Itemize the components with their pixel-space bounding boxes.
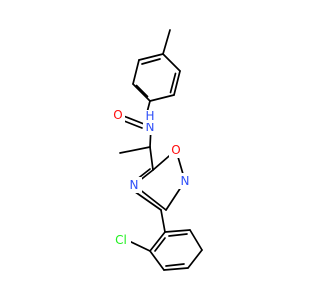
bond bbox=[173, 70, 181, 96]
bond bbox=[138, 53, 164, 61]
atom-label: N bbox=[130, 178, 139, 192]
bond bbox=[149, 231, 166, 252]
structure-canvas: O N H O N N Cl bbox=[111, 29, 203, 271]
ring-nitrogen-4: N bbox=[127, 177, 142, 193]
bond bbox=[165, 263, 185, 267]
atom-labels: O N H O N N Cl bbox=[111, 107, 193, 248]
bond bbox=[168, 233, 188, 237]
carbonyl-oxygen: O bbox=[111, 107, 125, 123]
atom-label: N bbox=[181, 174, 190, 188]
bond bbox=[149, 146, 154, 171]
bond bbox=[160, 209, 166, 233]
bond bbox=[162, 53, 181, 72]
atom-label: O bbox=[113, 108, 122, 122]
bond bbox=[162, 29, 171, 55]
bond bbox=[189, 229, 203, 251]
bond bbox=[149, 94, 175, 102]
bond bbox=[164, 229, 191, 233]
bond bbox=[135, 84, 149, 98]
bonds bbox=[118, 29, 203, 271]
ring-oxygen: O bbox=[169, 142, 184, 158]
bond bbox=[132, 83, 151, 102]
atom-label: O bbox=[171, 143, 180, 157]
bond bbox=[141, 58, 161, 65]
bond bbox=[119, 146, 151, 154]
bond bbox=[169, 72, 177, 94]
bond bbox=[154, 237, 166, 252]
atom-label: Cl bbox=[115, 233, 127, 247]
bond bbox=[187, 249, 203, 269]
ring-nitrogen-2: N bbox=[178, 173, 193, 189]
amide-hydrogen: H bbox=[143, 109, 157, 123]
bond bbox=[132, 59, 140, 85]
atom-label: N bbox=[146, 120, 155, 134]
chlorine: Cl bbox=[111, 232, 131, 248]
bond bbox=[149, 250, 165, 271]
bond bbox=[163, 267, 189, 271]
molecule-drawing: O N H O N N Cl bbox=[111, 29, 203, 271]
atom-label: H bbox=[145, 109, 154, 123]
